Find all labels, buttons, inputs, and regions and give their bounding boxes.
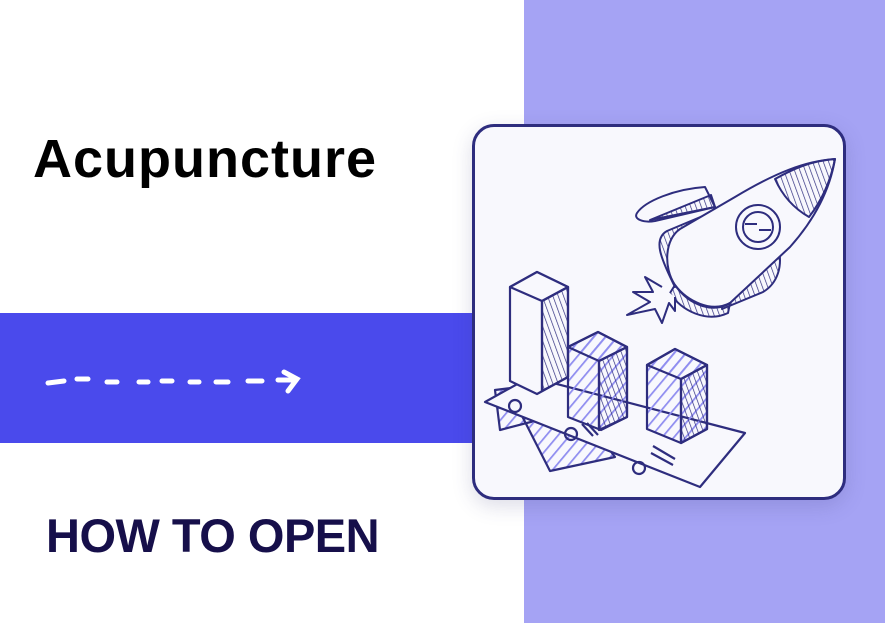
page-title: Acupuncture: [33, 129, 378, 189]
illustration-card: [472, 124, 846, 500]
page-subtitle: HOW TO OPEN: [46, 509, 380, 562]
bar-chart-icon: [483, 270, 747, 489]
rocket-growth-illustration: [483, 158, 836, 489]
rocket-icon: [626, 158, 836, 324]
dashed-arrow-right-icon: [45, 369, 301, 394]
